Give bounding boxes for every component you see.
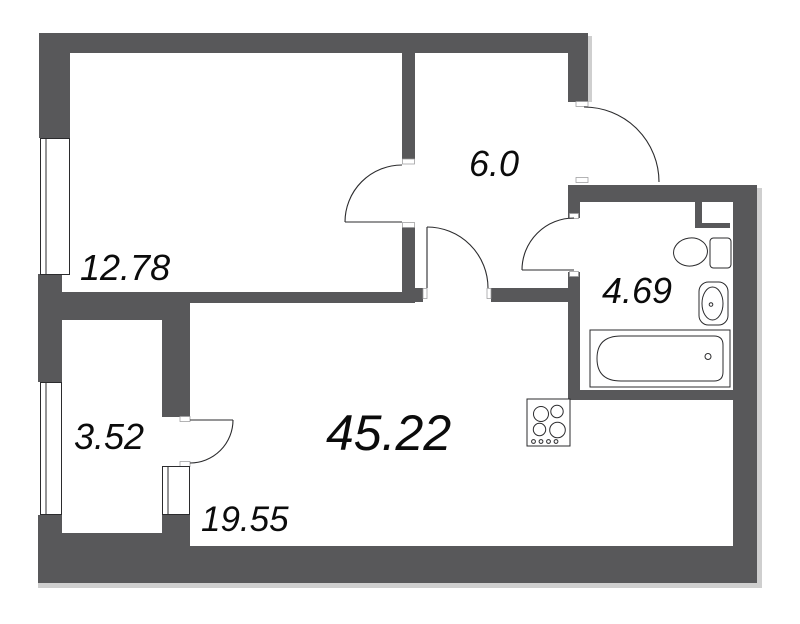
- sink-icon: [698, 281, 729, 326]
- door-jamb-tick: [179, 416, 191, 422]
- wall-segment: [190, 292, 415, 303]
- door-swing-arc: [426, 226, 489, 289]
- door-jamb-tick: [402, 222, 415, 228]
- shadow-right: [757, 188, 762, 583]
- room-label-kitchen-living: 45.22: [326, 405, 451, 461]
- toilet-bowl: [673, 237, 708, 267]
- stove-burner: [550, 404, 564, 419]
- room-label-balcony: 3.52: [74, 416, 144, 457]
- shadow-bottom: [38, 583, 762, 588]
- room-label-bathroom: 4.69: [602, 270, 672, 311]
- stove-knob: [531, 439, 536, 444]
- stove-knob: [538, 439, 544, 444]
- wall-segment: [695, 202, 702, 228]
- door-jamb-tick: [179, 461, 191, 467]
- door-swing-arc: [583, 106, 660, 183]
- wall-segment: [190, 546, 757, 583]
- door-jamb-tick: [575, 101, 589, 107]
- bathtub-icon: [589, 329, 731, 388]
- room-label-living-zone: 19.55: [201, 500, 289, 539]
- wall-segment: [162, 315, 190, 417]
- wall-segment: [402, 227, 415, 288]
- wall-segment: [39, 33, 70, 138]
- door-bedroom: [344, 164, 403, 223]
- wall-segment: [568, 185, 757, 202]
- door-entrance: [583, 106, 660, 183]
- door-jamb-tick: [402, 158, 415, 165]
- bathtub-drain: [704, 353, 712, 360]
- door-jamb-tick: [422, 288, 428, 299]
- door-jamb-tick: [486, 288, 492, 299]
- room-label-hallway: 6.0: [469, 143, 519, 184]
- wall-segment: [695, 223, 730, 228]
- doors: [189, 106, 660, 464]
- windows: [40, 138, 190, 515]
- window-frame: [40, 138, 70, 275]
- wall-segment: [568, 33, 588, 102]
- room-labels: 12.78 6.0 4.69 3.52 45.22 19.55: [74, 143, 672, 539]
- stove-knob: [546, 439, 551, 444]
- bathtub-inner: [596, 335, 724, 382]
- window-frame: [162, 466, 190, 515]
- wall-segment: [402, 288, 423, 302]
- wall-segment: [733, 185, 757, 583]
- door-balcony: [189, 419, 234, 464]
- window-frame: [40, 382, 62, 515]
- door-bathroom: [521, 217, 575, 271]
- walls: [38, 33, 757, 583]
- door-jamb-tick: [569, 271, 579, 277]
- stove-burner: [549, 421, 566, 439]
- stove-burner: [533, 406, 549, 422]
- shadow-right-top: [588, 36, 592, 102]
- door-jambs: [179, 101, 589, 467]
- door-jamb-tick: [575, 177, 589, 183]
- stove-body: [526, 398, 571, 447]
- door-swing-arc: [344, 164, 403, 223]
- wall-segment: [491, 288, 580, 302]
- wall-segment: [162, 515, 190, 583]
- wall-shadows: [38, 36, 762, 588]
- stove-burner: [532, 422, 547, 437]
- door-swing-arc: [189, 419, 234, 464]
- toilet-icon: [673, 237, 732, 269]
- toilet-tank: [709, 237, 732, 269]
- fixtures: [526, 237, 732, 447]
- door-swing-arc: [521, 217, 575, 271]
- wall-segment: [39, 33, 588, 53]
- door-hallway-living: [426, 226, 489, 289]
- window-balcony-door-side: [162, 466, 190, 515]
- stove-knob: [553, 439, 559, 444]
- wall-segment: [568, 390, 733, 400]
- wall-segment: [402, 53, 415, 159]
- window-bedroom: [40, 138, 70, 275]
- room-label-bedroom: 12.78: [80, 247, 170, 288]
- wall-segment: [38, 274, 62, 382]
- stove-icon: [526, 398, 571, 447]
- window-balcony: [40, 382, 62, 515]
- sink-drain: [708, 302, 714, 307]
